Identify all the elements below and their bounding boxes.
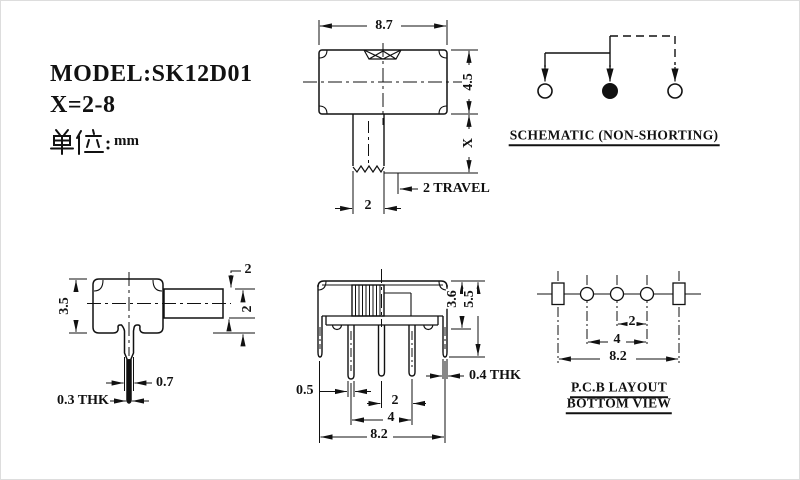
dim-top-travel: 2 TRAVEL: [422, 181, 491, 196]
dim-front-pin-pitch: 2: [390, 393, 400, 408]
pcb-layout-drawing: [537, 271, 701, 363]
dim-front-pin-width: 0.5: [295, 383, 315, 398]
pcb-hole-1: [579, 286, 595, 302]
dim-top-pin-length: X: [461, 136, 476, 150]
terminal-2-common-filled: [602, 83, 618, 99]
side-view-drawing: [69, 270, 255, 404]
schematic-caption: SCHEMATIC (NON-SHORTING): [508, 128, 720, 146]
x-range-label: X=2-8: [50, 92, 116, 118]
front-knob: [351, 284, 385, 317]
dim-top-height: 4.5: [461, 72, 476, 92]
front-view-drawing: [317, 269, 485, 443]
top-view-drawing: [303, 20, 478, 214]
terminal-1-open: [537, 83, 553, 99]
dim-side-knob-height: 2: [240, 304, 255, 314]
model-label: MODEL:SK12D01: [50, 61, 253, 87]
pcb-caption-line2: BOTTOM VIEW: [565, 396, 673, 414]
dim-front-body-height: 3.6: [445, 289, 460, 309]
dim-front-leg-thickness: 0.4 THK: [468, 368, 522, 383]
unit-label-cjk-glyphs: [50, 129, 110, 155]
dim-side-stem-width: 0.7: [155, 375, 175, 390]
dim-pcb-slot-span: 8.2: [608, 349, 628, 364]
pcb-caption-line1: P.C.B LAYOUT: [569, 380, 669, 398]
dim-side-pin-thickness: 0.3 THK: [56, 393, 110, 408]
pcb-slot-right: [672, 282, 686, 306]
dim-front-pin-span: 4: [386, 410, 396, 425]
dim-front-overall-width: 8.2: [369, 427, 389, 442]
dim-side-knob-top: 2: [243, 262, 253, 277]
terminal-3-open: [667, 83, 683, 99]
pcb-slot-left: [551, 282, 565, 306]
pcb-hole-3: [639, 286, 655, 302]
dim-top-stem-width: 2: [363, 198, 373, 213]
unit-value-label: mm: [114, 133, 139, 149]
dim-pcb-hole-pitch: 2: [627, 314, 637, 329]
dim-top-width: 8.7: [374, 18, 394, 33]
dim-side-body-height: 3.5: [57, 296, 72, 316]
dim-pcb-hole-span: 4: [612, 332, 622, 347]
side-pin-fill: [126, 359, 132, 403]
pcb-hole-2: [609, 286, 625, 302]
schematic-drawing: [537, 35, 683, 99]
dim-front-overall-height: 5.5: [462, 289, 477, 309]
